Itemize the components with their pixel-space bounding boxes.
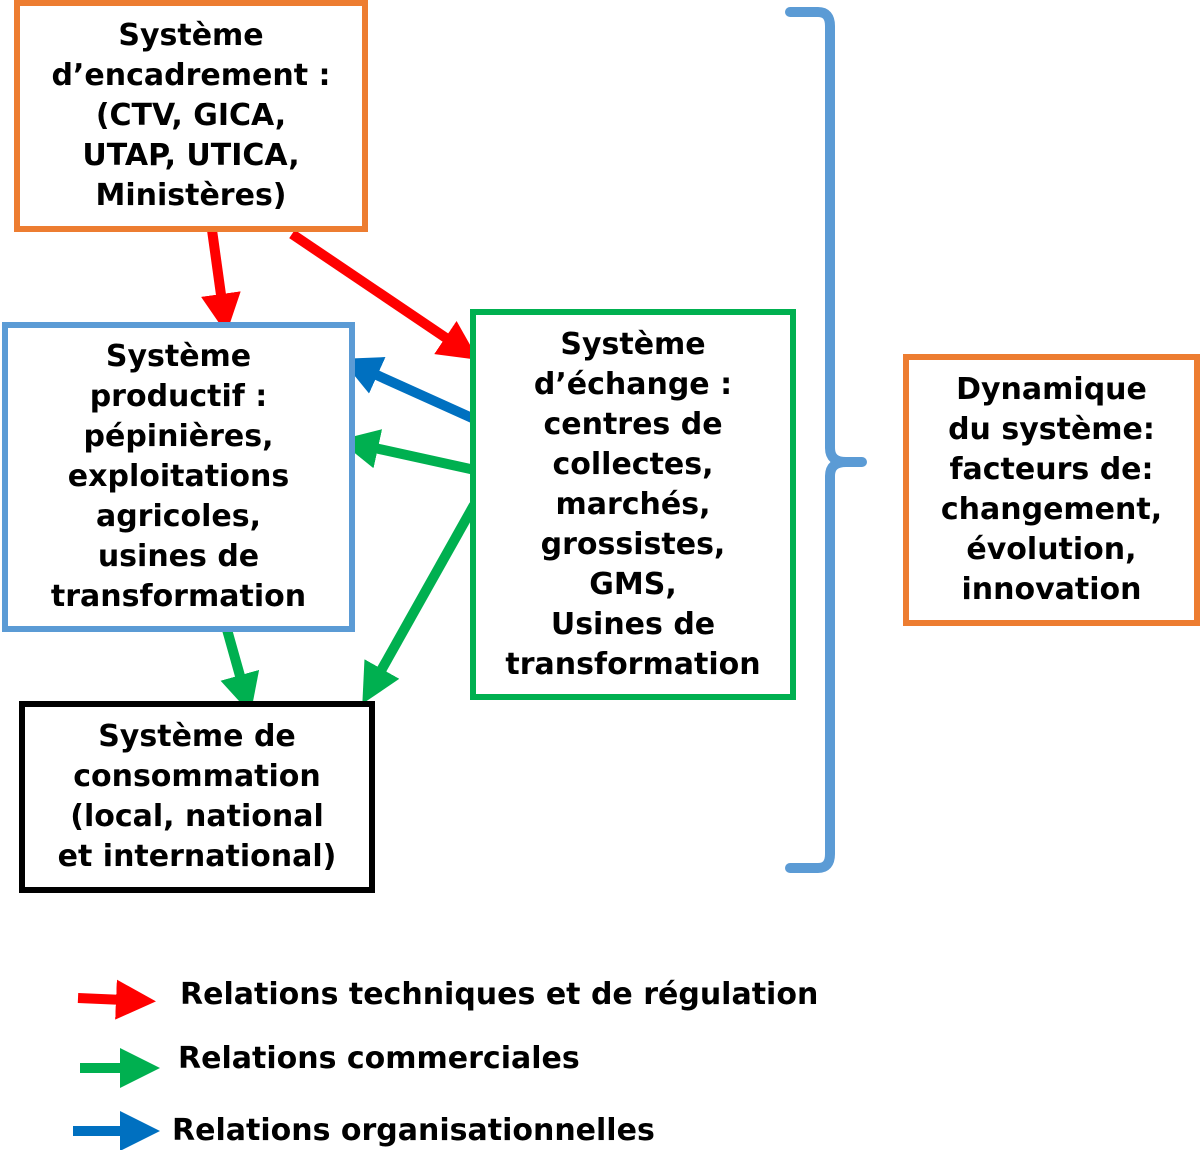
consumption-system-label: Système de consommation (local, national…: [57, 719, 337, 874]
arrow-echange-to-consommation: [362, 502, 479, 704]
legend-label-technical-regulation: Relations techniques et de régulation: [180, 977, 819, 1012]
consumption-system-box: Système de consommation (local, national…: [19, 701, 375, 893]
system-dynamics-box: Dynamique du système: facteurs de: chang…: [903, 354, 1200, 626]
arrow-echange-to-productif-blue: [340, 357, 475, 423]
exchange-system-label: Système d’échange : centres de collectes…: [505, 326, 761, 682]
legend-arrow-red-icon: [77, 979, 156, 1020]
legend-label-commercial: Relations commerciales: [178, 1041, 580, 1076]
productive-system-box: Système productif : pépinières, exploita…: [2, 322, 355, 632]
exchange-system-box: Système d’échange : centres de collectes…: [470, 309, 796, 700]
arrow-encadrement-to-echange: [289, 229, 479, 360]
arrow-productif-to-consommation: [220, 624, 260, 714]
arrow-encadrement-to-productif: [201, 229, 241, 334]
system-brace: [785, 7, 867, 873]
encadrement-system-label: Système d’encadrement : (CTV, GICA, UTAP…: [51, 18, 331, 213]
legend-label-organizational: Relations organisationnelles: [172, 1113, 655, 1148]
encadrement-system-box: Système d’encadrement : (CTV, GICA, UTAP…: [14, 0, 368, 232]
productive-system-label: Système productif : pépinières, exploita…: [50, 339, 307, 614]
arrow-echange-to-productif-green: [338, 429, 486, 477]
system-dynamics-label: Dynamique du système: facteurs de: chang…: [940, 372, 1163, 607]
